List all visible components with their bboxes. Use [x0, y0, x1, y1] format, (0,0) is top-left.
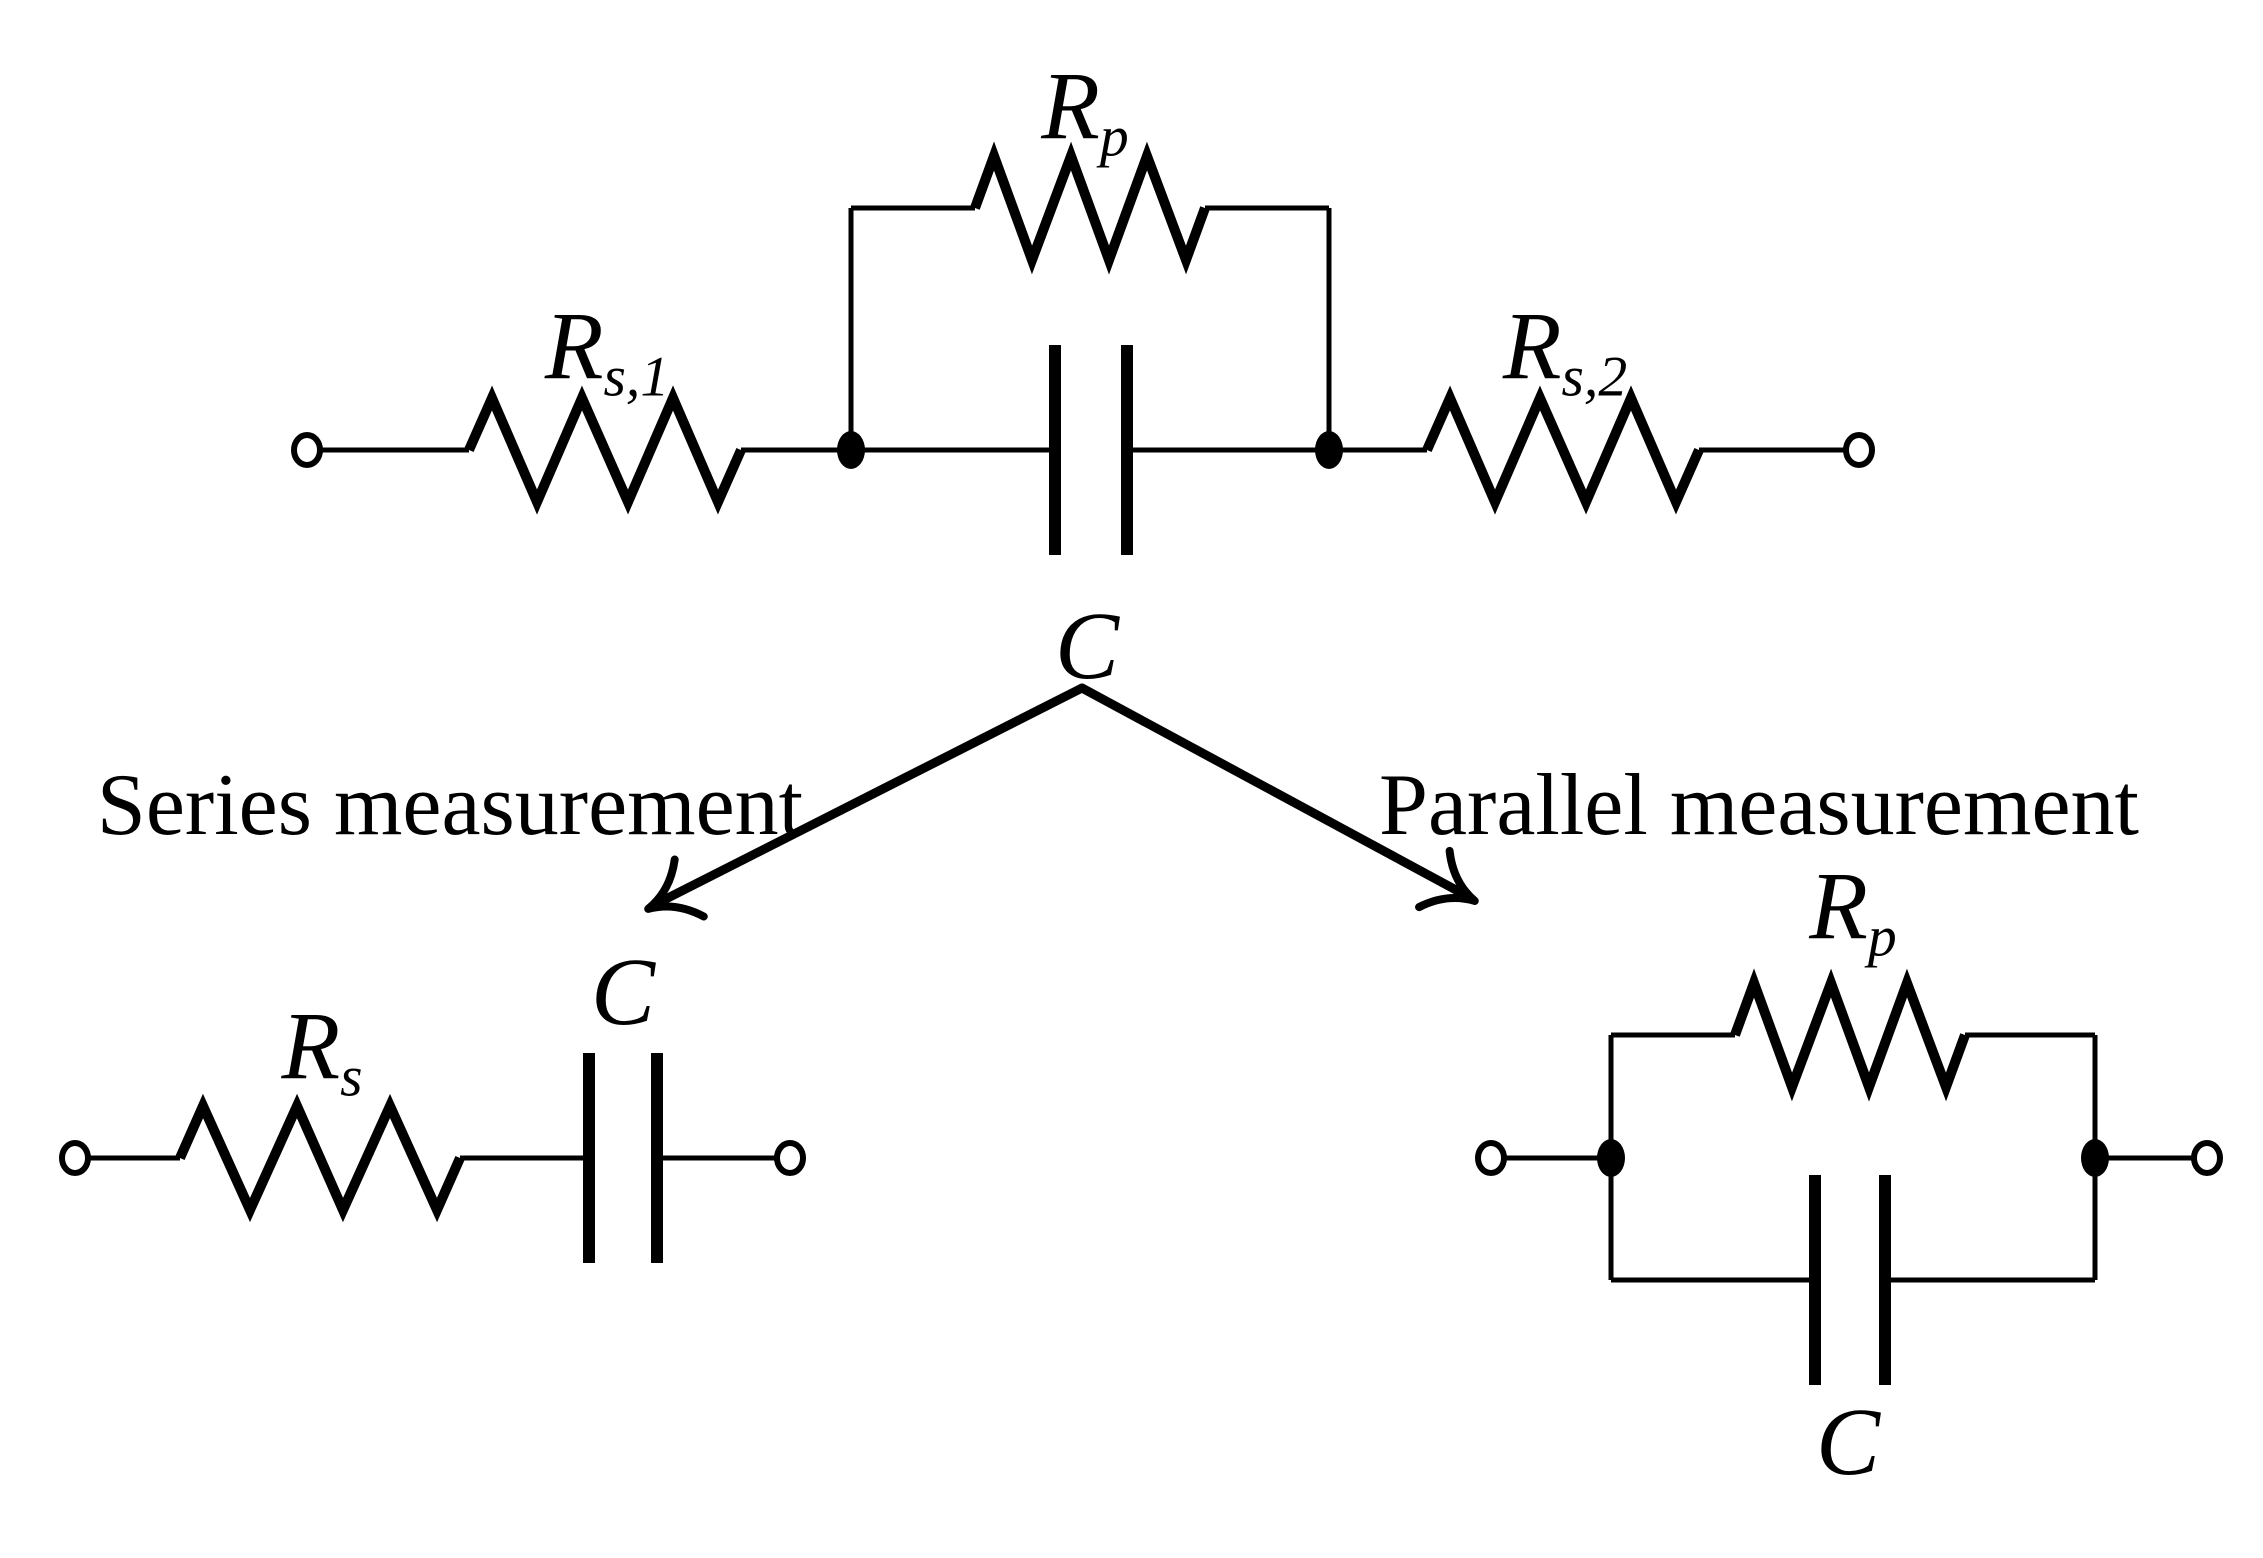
arrow-parallel-shaft	[1077, 683, 1474, 902]
label-rs2: Rs,2	[1503, 298, 1627, 406]
resistor-rs1-zigzag	[464, 385, 746, 515]
label-rp-top: Rp	[1041, 58, 1128, 166]
terminal-right	[774, 1140, 806, 1176]
junction-dot	[2081, 1139, 2109, 1177]
terminal-right	[2191, 1140, 2223, 1176]
label-rp-top-subscript: p	[1099, 105, 1129, 169]
decision-arrows	[644, 683, 1479, 921]
label-rp-parallel-subscript: p	[1867, 905, 1897, 969]
arrowhead-icon	[1415, 846, 1479, 912]
capacitor-c-top	[1049, 345, 1133, 555]
terminal-left	[291, 432, 323, 468]
terminal-left	[1475, 1140, 1507, 1176]
series-model-circuit	[59, 1053, 806, 1263]
resistor-rs-zigzag	[175, 1093, 465, 1223]
label-rs2-symbol: R	[1502, 292, 1562, 400]
parallel-measurement-label: Parallel measurement	[1379, 757, 2139, 854]
parallel-model-circuit	[1475, 968, 2223, 1385]
label-c-series-symbol: C	[590, 938, 656, 1045]
label-rp-top-symbol: R	[1041, 52, 1100, 160]
label-rs2-subscript: s,2	[1561, 345, 1628, 409]
junction-dot	[1315, 431, 1343, 469]
junction-dot	[1597, 1139, 1625, 1177]
label-rs1-symbol: R	[544, 292, 604, 400]
junction-dot	[837, 431, 865, 469]
label-rs1: Rs,1	[545, 298, 669, 406]
resistor-rp-zigzag	[1730, 968, 1970, 1102]
arrow-series-head	[644, 855, 708, 921]
terminal-right	[1843, 432, 1875, 468]
label-c-series: C	[591, 944, 655, 1040]
wires-top	[320, 205, 1846, 453]
capacitor-c-series	[583, 1053, 663, 1263]
label-rp-parallel-symbol: R	[1809, 852, 1868, 960]
label-c-top-symbol: C	[1054, 592, 1120, 699]
label-c-top: C	[1055, 598, 1119, 694]
label-rs-series-subscript: s	[340, 1045, 363, 1109]
label-rs-series-symbol: R	[281, 992, 341, 1100]
capacitor-c-parallel	[1809, 1175, 1891, 1385]
equivalent-circuit	[291, 141, 1875, 555]
label-rp-parallel: Rp	[1809, 858, 1896, 966]
arrow-parallel-head	[1415, 846, 1479, 912]
label-rs-series: Rs	[281, 998, 362, 1106]
resistor-rp-zigzag	[970, 141, 1210, 275]
resistor-rs2-zigzag	[1422, 385, 1704, 515]
label-c-parallel-symbol: C	[1815, 1388, 1881, 1495]
arrowhead-icon	[644, 855, 708, 921]
label-c-parallel: C	[1816, 1394, 1880, 1490]
terminal-left	[59, 1140, 91, 1176]
arrow-series-shaft	[649, 683, 1087, 910]
label-rs1-subscript: s,1	[603, 345, 670, 409]
series-measurement-label: Series measurement	[96, 757, 804, 854]
